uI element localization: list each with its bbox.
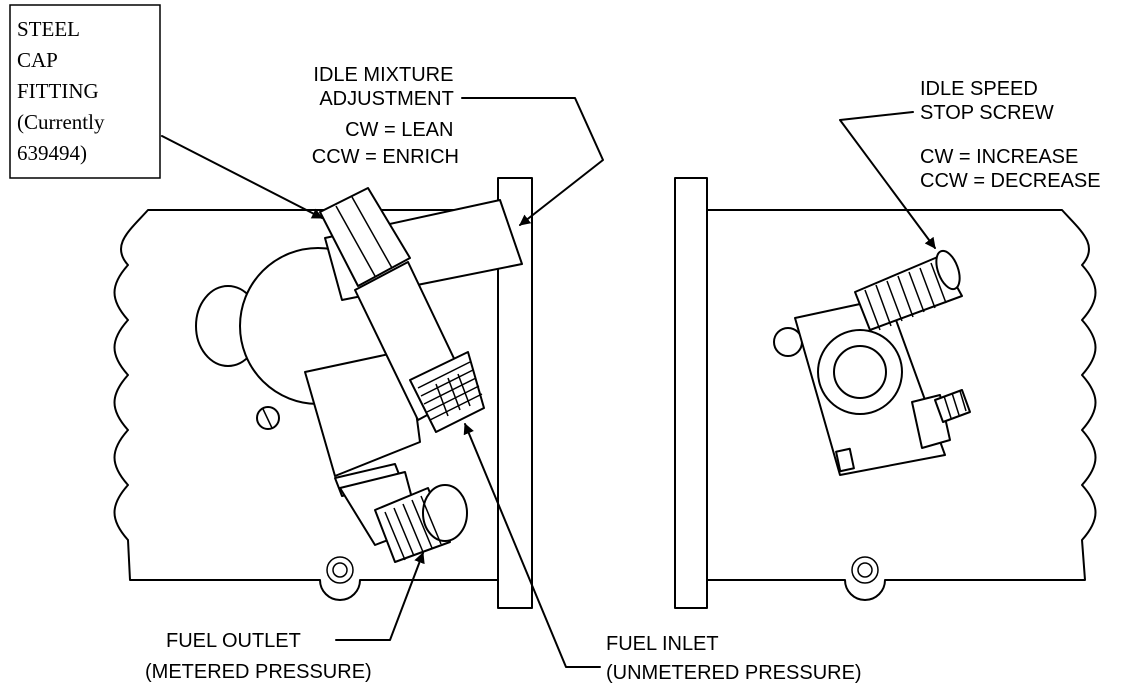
idle-mixture-line-3: CW = LEAN [345, 119, 453, 141]
steel-cap-line-3: FITTING [17, 79, 99, 103]
right-mounting-boss [851, 556, 879, 584]
right-flange [674, 177, 708, 609]
idle-speed-leader [839, 111, 936, 249]
fuel-inlet-line-1: FUEL INLET [606, 633, 718, 655]
steel-cap-line-2: CAP [17, 48, 57, 72]
fuel-inlet-leader [463, 422, 601, 668]
idle-mixture-assembly [195, 187, 523, 563]
fuel-inlet-label: FUEL INLET (UNMETERED PRESSURE) [606, 633, 862, 684]
fuel-inlet-line-2: (UNMETERED PRESSURE) [606, 662, 862, 684]
fuel-outlet-line-1: FUEL OUTLET [166, 630, 301, 652]
steel-cap-label: STEEL CAP FITTING (Currently 639494) [17, 17, 110, 165]
idle-speed-line-2: STOP SCREW [920, 102, 1054, 124]
idle-mixture-line-2: ADJUSTMENT [319, 88, 453, 110]
steel-cap-line-4: (Currently [17, 110, 105, 134]
idle-speed-line-1: IDLE SPEED [920, 78, 1038, 100]
steel-cap-callout-box [9, 4, 161, 179]
left-mounting-boss [326, 556, 354, 584]
fuel-outlet-label: FUEL OUTLET (METERED PRESSURE) [145, 630, 372, 683]
steel-cap-leader [161, 135, 323, 219]
idle-mixture-label: IDLE MIXTURE ADJUSTMENT CW = LEAN CCW = … [312, 64, 459, 168]
idle-speed-line-3: CW = INCREASE [920, 146, 1078, 168]
idle-mixture-leader [461, 97, 604, 226]
fuel-outlet-line-2: (METERED PRESSURE) [145, 661, 372, 683]
idle-mixture-line-4: CCW = ENRICH [312, 146, 459, 168]
idle-mixture-line-1: IDLE MIXTURE [313, 64, 453, 86]
right-housing-plate [707, 209, 1097, 601]
left-housing-plate [113, 209, 499, 601]
steel-cap-line-5: 639494) [17, 141, 87, 165]
fuel-outlet-leader [335, 551, 425, 641]
steel-cap-line-1: STEEL [17, 17, 79, 41]
idle-speed-label: IDLE SPEED STOP SCREW CW = INCREASE CCW … [920, 78, 1101, 192]
idle-speed-assembly [773, 249, 971, 476]
idle-speed-line-4: CCW = DECREASE [920, 170, 1101, 192]
